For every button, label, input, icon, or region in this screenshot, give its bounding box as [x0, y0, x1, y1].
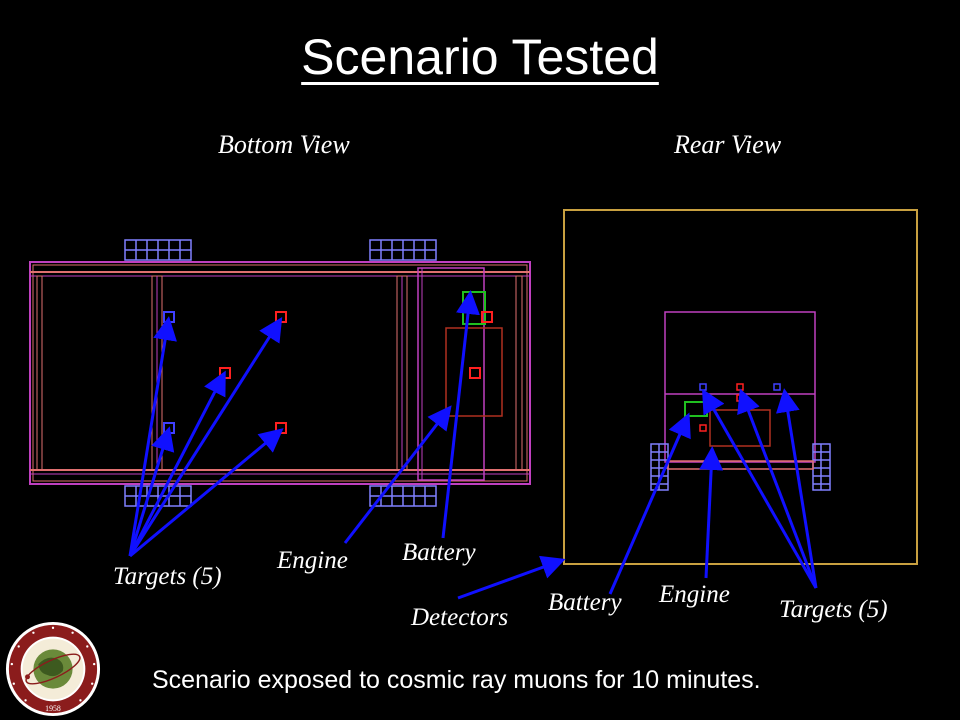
target: [163, 311, 175, 323]
target: [699, 383, 707, 391]
rear-engine-label: Engine: [659, 581, 730, 608]
target: [736, 383, 744, 391]
bottom-battery-label: Battery: [402, 539, 476, 566]
rear-battery: [684, 401, 708, 417]
bottom-outer-frame: [29, 261, 531, 485]
target: [481, 311, 493, 323]
page-title: Scenario Tested: [301, 29, 659, 85]
rear-battery-label: Battery: [548, 589, 622, 616]
target: [469, 367, 481, 379]
rear-view-arrows: [457, 388, 818, 600]
target: [163, 422, 175, 434]
rear-view-vehicle: [563, 209, 918, 565]
bottom-view-label: Bottom View: [218, 130, 350, 159]
bottom-engine: [445, 327, 503, 417]
university-seal-logo: 1958: [5, 621, 101, 717]
target: [275, 311, 287, 323]
bottom-targets-label: Targets (5): [113, 563, 222, 590]
target: [773, 383, 781, 391]
wheel-top-right: [369, 239, 437, 261]
wheel-bottom-left: [124, 485, 192, 507]
bottom-engine-label: Engine: [277, 547, 348, 574]
bottom-view-vehicle: [29, 239, 531, 507]
rear-body: [664, 311, 816, 463]
caption: Scenario exposed to cosmic ray muons for…: [152, 666, 761, 694]
detector-box: [563, 209, 918, 565]
detectors-label: Detectors: [411, 604, 509, 631]
rear-targets-label: Targets (5): [779, 596, 888, 623]
rear-view-label: Rear View: [674, 130, 782, 159]
svg-text:1958: 1958: [45, 704, 61, 713]
wheel-top-left: [124, 239, 192, 261]
bottom-view-arrows: [128, 290, 480, 558]
target: [699, 424, 707, 432]
